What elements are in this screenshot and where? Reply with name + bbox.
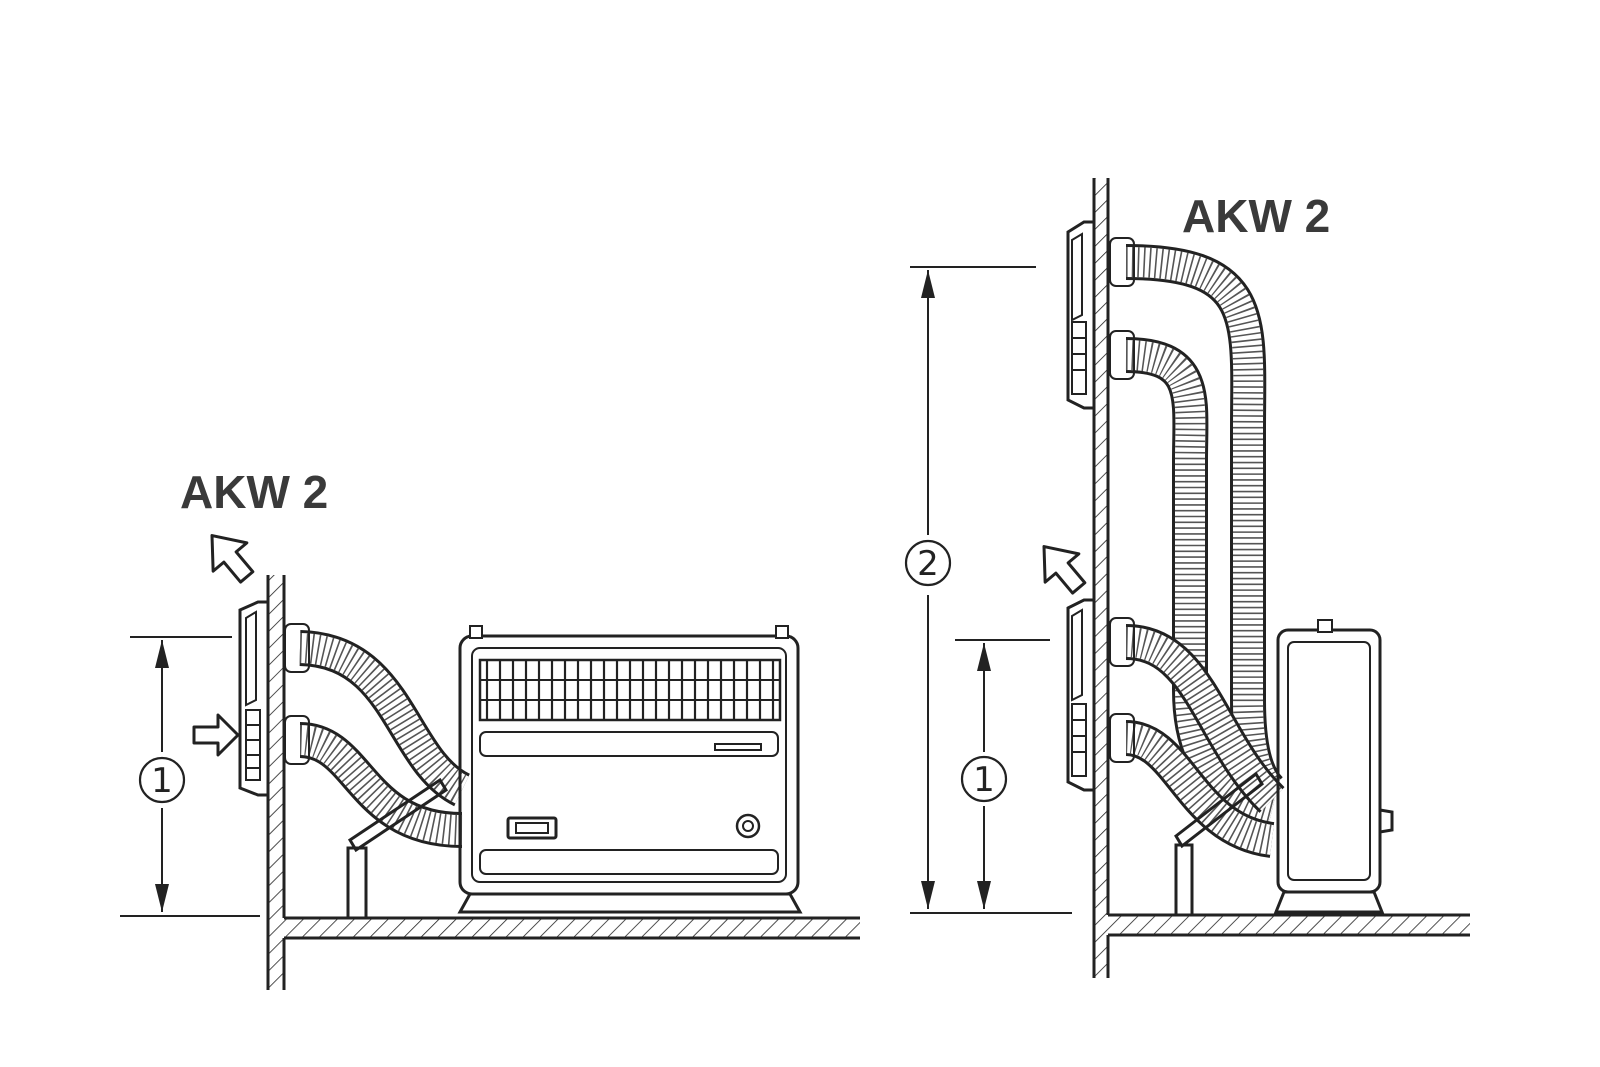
right-gas-heater: [1273, 619, 1394, 914]
right-dimension-2: 2: [904, 266, 1072, 914]
left-dimension-1-number: 1: [151, 761, 173, 801]
exhaust-arrow-icon: [210, 534, 255, 584]
right-flexible-hoses: [1109, 237, 1285, 858]
left-floor: [282, 916, 860, 990]
right-dimension-2-number: 2: [917, 544, 939, 584]
right-dimension-1-number: 1: [973, 760, 995, 800]
left-gas-heater: [457, 625, 803, 914]
left-wall: [266, 575, 286, 990]
left-figure-label: AKW 2: [180, 466, 328, 518]
right-support-leg: [1174, 843, 1194, 917]
left-installation: AKW 2 1: [120, 466, 860, 990]
right-upper-wall-terminal: [1066, 220, 1096, 410]
right-figure-label: AKW 2: [1182, 190, 1330, 242]
left-flexible-hoses: [284, 623, 471, 853]
intake-arrow-icon: [192, 713, 240, 757]
left-dimension-1: 1: [120, 636, 260, 917]
right-lower-wall-terminal: [1066, 598, 1096, 792]
exhaust-arrow-icon: [1042, 545, 1087, 595]
right-dimension-1: 1: [955, 639, 1050, 909]
right-installation: AKW 2 2 1: [904, 178, 1470, 978]
right-floor: [1106, 913, 1470, 978]
left-support-leg: [346, 846, 368, 920]
right-wall: [1092, 178, 1110, 978]
left-wall-terminal: [238, 600, 270, 797]
